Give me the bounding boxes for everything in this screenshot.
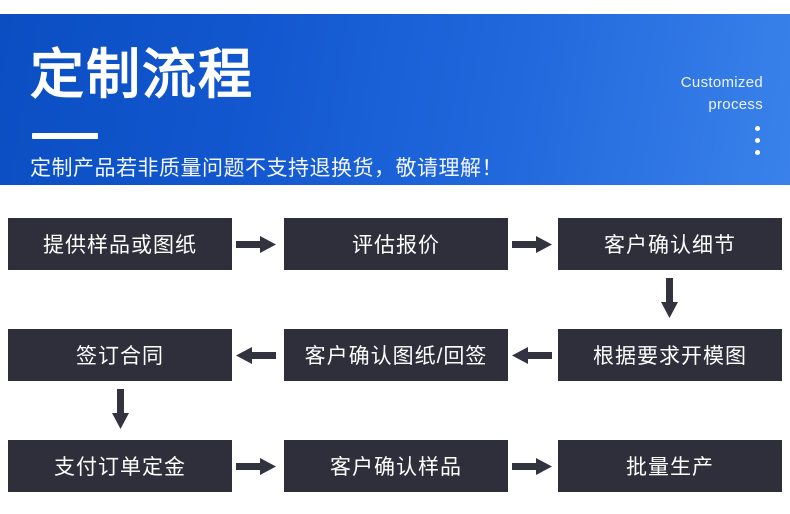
flow-node: 支付订单定金 <box>8 440 232 492</box>
arrow-down-icon <box>661 278 678 318</box>
arrow-right-icon <box>512 236 552 253</box>
arrow-left-icon <box>512 347 552 364</box>
flow-node: 提供样品或图纸 <box>8 218 232 270</box>
flow-node: 客户确认样品 <box>284 440 508 492</box>
flow-row-3: 支付订单定金 客户确认样品 批量生产 <box>0 440 790 492</box>
title-divider <box>32 133 98 139</box>
flow-row-2: 签订合同 客户确认图纸/回签 根据要求开模图 <box>0 329 790 381</box>
arrow-right-icon <box>512 458 552 475</box>
banner-english-line-1: Customized <box>680 74 763 91</box>
banner-english-caption: Customized process <box>593 72 763 116</box>
dot-icon <box>755 150 760 155</box>
flow-node: 评估报价 <box>284 218 508 270</box>
header-banner: 定制流程 定制产品若非质量问题不支持退换货，敬请理解！ Customized p… <box>0 14 790 185</box>
arrow-right-icon <box>236 236 276 253</box>
flow-node: 根据要求开模图 <box>558 329 782 381</box>
dot-icon <box>755 138 760 143</box>
banner-english-line-2: process <box>708 95 763 113</box>
process-flow-diagram: 提供样品或图纸 评估报价 客户确认细节 签订合同 客户确认图纸/回签 <box>0 185 790 514</box>
banner-subtitle: 定制产品若非质量问题不支持退换货，敬请理解！ <box>30 157 503 180</box>
decorative-dots <box>755 126 760 155</box>
arrow-left-icon <box>236 347 276 364</box>
flow-node: 签订合同 <box>8 329 232 381</box>
page-title: 定制流程 <box>30 45 254 105</box>
arrow-right-icon <box>236 458 276 475</box>
flow-row-1: 提供样品或图纸 评估报价 客户确认细节 <box>0 218 790 270</box>
flow-node: 客户确认图纸/回签 <box>284 329 508 381</box>
arrow-down-icon <box>112 389 129 429</box>
flow-node: 批量生产 <box>558 440 782 492</box>
dot-icon <box>755 126 760 131</box>
flow-node: 客户确认细节 <box>558 218 782 270</box>
